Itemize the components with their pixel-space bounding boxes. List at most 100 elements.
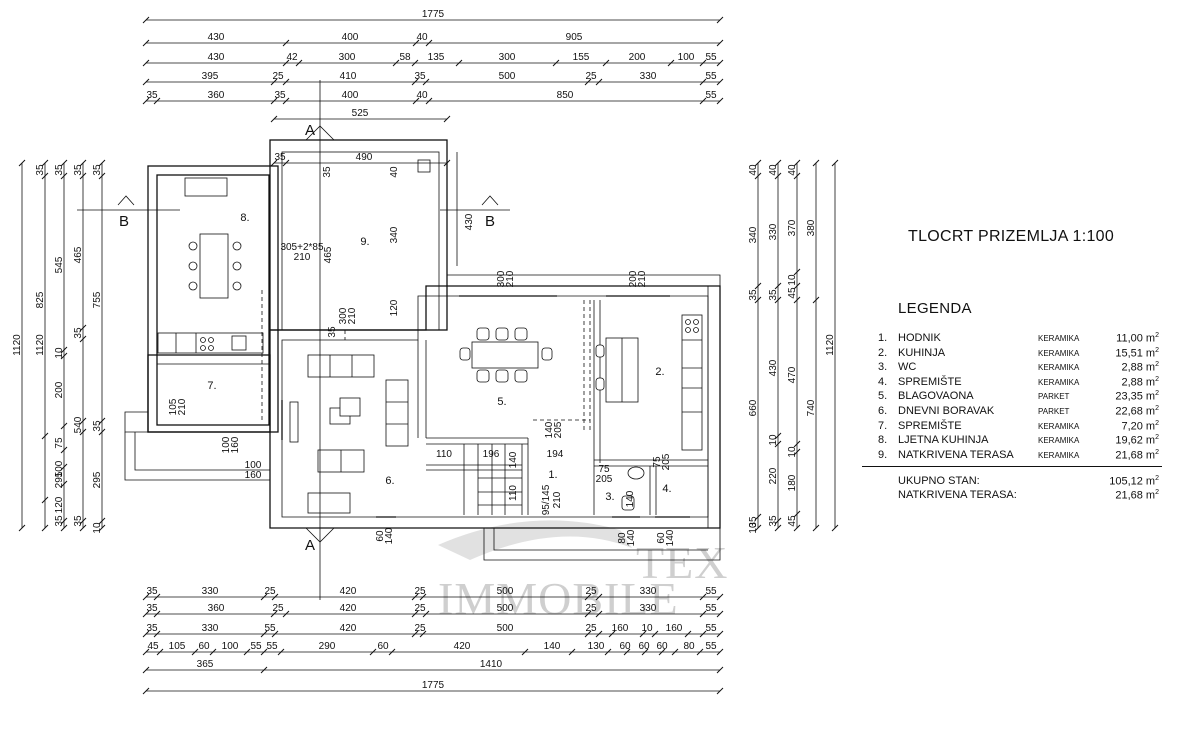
- dim-tick: [260, 648, 268, 656]
- dim-label: 35: [414, 71, 426, 82]
- bottom-dim-row: 1775: [142, 680, 724, 695]
- total-value: 21,68 m2: [1115, 489, 1159, 502]
- dim-label: 825: [35, 291, 46, 308]
- dim-label: 1775: [422, 9, 445, 20]
- dim-label: 55: [705, 586, 717, 597]
- legend-room-name: BLAGOVAONA: [898, 390, 974, 403]
- dim-label: 35: [35, 164, 46, 176]
- dim-tick: [419, 630, 427, 638]
- legend-num: 1.: [878, 332, 888, 344]
- inner-dim-label: 210: [505, 270, 516, 287]
- dim-tick: [595, 593, 603, 601]
- dim-tick: [142, 666, 150, 674]
- dim-tick: [153, 593, 161, 601]
- dim-tick: [98, 524, 106, 532]
- inner-dim-label: 210: [347, 307, 358, 324]
- dim-tick: [79, 524, 87, 532]
- dim-tick: [793, 524, 801, 532]
- legend-area: 7,20 m2: [1121, 419, 1159, 433]
- dim-label: 330: [640, 71, 657, 82]
- dim-label: 35: [146, 603, 158, 614]
- dim-tick: [812, 524, 820, 532]
- dim-tick: [443, 115, 451, 123]
- dim-tick: [142, 593, 150, 601]
- room-label: 4.: [662, 483, 671, 495]
- watermark-roof-icon: [438, 520, 632, 560]
- inner-dim-label: 430: [464, 213, 475, 230]
- room-label: 9.: [360, 236, 369, 248]
- dim-tick: [191, 648, 199, 656]
- dim-label: 55: [705, 641, 717, 652]
- legend-material: KERAMIKA: [1038, 421, 1080, 431]
- dim-tick: [60, 480, 68, 488]
- legend-room-name: NATKRIVENA TERASA: [898, 448, 1014, 461]
- inner-dim-label: 110: [508, 485, 519, 501]
- dim-label: 25: [585, 603, 597, 614]
- dim-tick: [684, 630, 692, 638]
- dim-tick: [774, 517, 782, 525]
- dim-label: 35: [54, 515, 65, 527]
- dim-label: 155: [573, 52, 590, 63]
- room-label: 7.: [207, 380, 216, 392]
- dim-tick: [641, 648, 649, 656]
- dim-label: 80: [683, 641, 695, 652]
- dim-label: 35: [748, 289, 759, 301]
- legend-area: 2,88 m2: [1121, 375, 1159, 389]
- dim-label: 35: [274, 152, 286, 163]
- dim-label: 120: [54, 496, 65, 513]
- dim-tick: [584, 78, 592, 86]
- dim-tick: [270, 159, 278, 167]
- dim-label: 330: [640, 603, 657, 614]
- dim-tick: [18, 524, 26, 532]
- plan-title: TLOCRT PRIZEMLJA 1:100: [908, 228, 1115, 245]
- dim-tick: [754, 524, 762, 532]
- dim-label: 35: [73, 164, 84, 176]
- dim-label: 330: [202, 623, 219, 634]
- total-label: UKUPNO STAN:: [898, 475, 980, 487]
- dim-label: 370: [787, 219, 798, 236]
- dim-tick: [595, 78, 603, 86]
- dim-label: 25: [414, 603, 426, 614]
- dim-label: 42: [286, 52, 298, 63]
- legend-num: 7.: [878, 419, 888, 432]
- dim-tick: [699, 593, 707, 601]
- dim-tick: [41, 172, 49, 180]
- dim-label: 1120: [12, 334, 23, 356]
- dim-tick: [142, 630, 150, 638]
- dim-label: 160: [612, 623, 629, 634]
- dim-tick: [793, 510, 801, 518]
- dim-tick: [270, 78, 278, 86]
- dim-label: 1120: [35, 334, 46, 356]
- dim-tick: [270, 97, 278, 105]
- dim-tick: [153, 97, 161, 105]
- inner-dim-label: 465: [323, 246, 334, 263]
- section-a-bottom: A: [305, 537, 315, 554]
- dim-label: 395: [202, 71, 219, 82]
- dim-label: 45: [147, 641, 159, 652]
- dim-tick: [754, 282, 762, 290]
- dim-label: 290: [319, 641, 336, 652]
- inner-dim-label: 205: [596, 474, 613, 485]
- dim-tick: [271, 630, 279, 638]
- dim-tick: [716, 97, 724, 105]
- total-label: NATKRIVENA TERASA:: [898, 489, 1017, 501]
- dim-label: 490: [356, 152, 373, 163]
- dim-tick: [699, 78, 707, 86]
- dim-tick: [98, 428, 106, 436]
- dim-label: 330: [202, 586, 219, 597]
- room-label: 1.: [548, 469, 557, 481]
- dim-tick: [774, 524, 782, 532]
- inner-dim-label: 194: [547, 449, 564, 460]
- dim-label: 60: [198, 641, 210, 652]
- dim-tick: [282, 159, 290, 167]
- dim-label: 465: [73, 246, 84, 263]
- dim-label: 100: [222, 641, 239, 652]
- dim-label: 35: [146, 586, 158, 597]
- dim-label: 135: [428, 52, 445, 63]
- dim-tick: [79, 428, 87, 436]
- dim-tick: [41, 159, 49, 167]
